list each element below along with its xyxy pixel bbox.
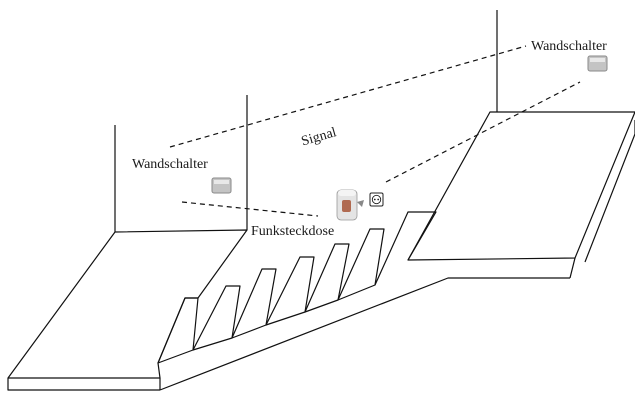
- upper-landing: [407, 111, 635, 261]
- wall-switch-icon: [587, 55, 608, 72]
- step-4: [265, 256, 315, 326]
- lower-landing: [7, 229, 248, 379]
- signal-line-left: [181, 201, 319, 217]
- signal-line-right: [385, 81, 581, 183]
- lower-landing-edge: [7, 378, 160, 391]
- stair-base-line: [159, 277, 570, 391]
- radio-socket-plug-icon: [336, 189, 364, 221]
- step-6: [337, 228, 385, 301]
- step-7: [374, 211, 437, 286]
- socket-label: Funksteckdose: [251, 224, 335, 239]
- wall-switch-icon: [211, 177, 232, 194]
- step-3: [231, 268, 277, 339]
- step-5: [304, 243, 350, 313]
- step-1: [157, 297, 199, 364]
- signal-line-top: [169, 45, 527, 148]
- step-2: [192, 285, 241, 351]
- power-outlet-icon: [369, 192, 384, 207]
- upper-landing-corner: [569, 257, 576, 279]
- upper-landing-edge: [584, 120, 635, 263]
- switch-label-left: Wandschalter: [132, 157, 208, 172]
- switch-label-right: Wandschalter: [531, 39, 607, 54]
